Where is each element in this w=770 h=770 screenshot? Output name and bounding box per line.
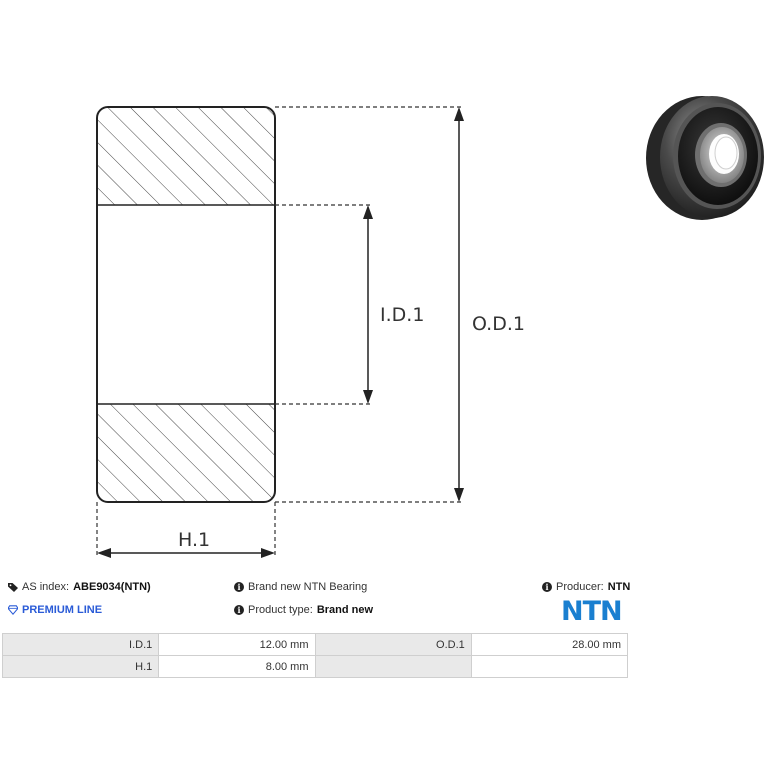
product-type-value: Brand new — [316, 604, 374, 616]
bearing-drawing: I.D.1 O.D.1 H.1 — [96, 106, 525, 558]
spec-value: 12.00 mm — [158, 633, 316, 656]
product-type-label: Product type: — [248, 604, 313, 616]
producer-value: NTN — [607, 581, 631, 593]
diamond-icon — [8, 605, 18, 615]
spec-label — [314, 655, 472, 678]
h-dimension-arrow — [97, 548, 275, 558]
info-icon: i — [234, 605, 244, 615]
ntn-logo: NTN — [561, 596, 623, 627]
info-icon: i — [234, 582, 244, 592]
table-row: H.1 8.00 mm — [1, 655, 629, 678]
spec-value: 28.00 mm — [470, 633, 629, 656]
spec-label: O.D.1 — [314, 633, 472, 656]
specs-table: I.D.1 12.00 mm O.D.1 28.00 mm H.1 8.00 m… — [1, 633, 629, 678]
info-icon: i — [542, 582, 552, 592]
as-index-label: AS index: — [22, 581, 70, 593]
od-dimension-arrow — [454, 107, 464, 502]
product-type-line: i Product type: Brand new — [234, 604, 373, 616]
table-row: I.D.1 12.00 mm O.D.1 28.00 mm — [1, 633, 629, 656]
spec-value — [470, 655, 629, 678]
spec-value: 8.00 mm — [158, 655, 316, 678]
outer-ring-bottom-section — [97, 404, 275, 502]
h-label: H.1 — [178, 529, 210, 551]
producer-label: Producer: — [556, 581, 604, 593]
brand-new-text: Brand new NTN Bearing — [248, 581, 368, 593]
brand-new-line: i Brand new NTN Bearing — [234, 581, 367, 593]
producer-line: i Producer: NTN — [542, 581, 630, 593]
id-dimension-arrow — [363, 205, 373, 404]
bearing-photo — [646, 96, 764, 220]
od-label: O.D.1 — [472, 313, 525, 335]
premium-line-label: PREMIUM LINE — [22, 604, 103, 616]
as-index-value: ABE9034(NTN) — [73, 581, 151, 593]
spec-label: H.1 — [1, 655, 160, 678]
as-index-line: AS index: ABE9034(NTN) — [8, 581, 151, 593]
id-label: I.D.1 — [380, 304, 424, 326]
premium-line-badge: PREMIUM LINE — [8, 604, 102, 616]
bearing-outline — [96, 106, 276, 503]
spec-label: I.D.1 — [1, 633, 160, 656]
tag-icon — [8, 583, 18, 592]
outer-ring-top-section — [97, 107, 275, 205]
